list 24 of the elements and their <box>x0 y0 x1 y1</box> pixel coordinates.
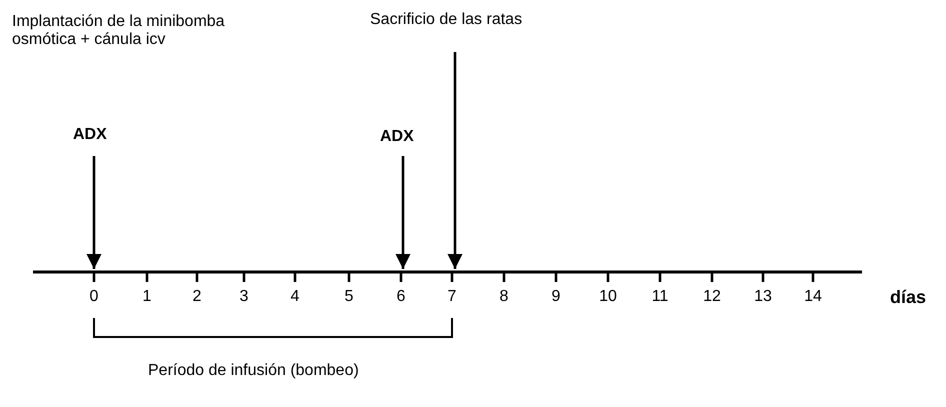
event-label: Sacrificio de las ratas <box>370 11 522 29</box>
event-label: ADX <box>380 128 414 146</box>
arrow <box>86 156 102 269</box>
tick-label: 9 <box>552 288 560 306</box>
tick-label: 8 <box>500 288 508 306</box>
tick-label: 0 <box>90 288 98 306</box>
tick-label: 7 <box>448 288 456 306</box>
tick-label: 2 <box>192 288 202 306</box>
event-label: Implantación de la minibomba osmótica + cánula icv <box>12 13 226 49</box>
tick-label: 14 <box>804 288 822 306</box>
period-label: Período de infusión (bombeo) <box>148 362 359 380</box>
event-label: ADX <box>73 126 107 144</box>
tick-label: 11 <box>652 288 668 306</box>
tick-label: 12 <box>703 288 721 306</box>
tick-label: 1 <box>142 288 152 306</box>
arrow <box>448 52 462 269</box>
axis-unit: días <box>890 288 926 306</box>
tick-label: 13 <box>754 288 772 306</box>
tick-label: 10 <box>599 288 617 306</box>
tick-label: 3 <box>240 288 248 306</box>
tick-label: 6 <box>396 288 406 306</box>
tick-label: 5 <box>344 288 354 306</box>
arrow <box>396 156 410 269</box>
tick-label: 4 <box>290 288 300 306</box>
